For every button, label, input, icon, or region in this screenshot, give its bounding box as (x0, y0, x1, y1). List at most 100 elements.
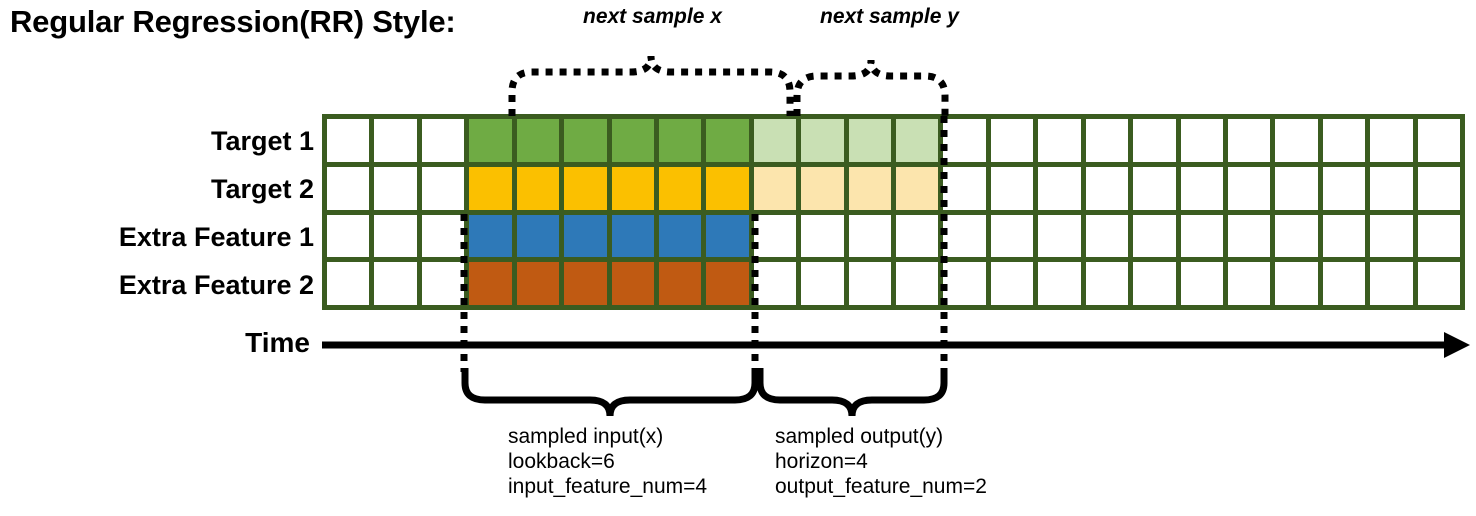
grid-row-target-2 (327, 166, 1461, 210)
grid-cell-target-2-7-input (611, 166, 654, 210)
grid-cell-target-1-4-input (469, 119, 512, 162)
grid-cell-target-1-20-empty (1228, 119, 1271, 162)
grid-cell-target-2-9-input (706, 166, 749, 210)
note-sampled-input-line2: lookback=6 (508, 450, 615, 473)
grid-cell-target-1-7-input (611, 119, 654, 162)
grid-cell-target-2-19-empty (1180, 166, 1224, 210)
note-sampled-output: sampled output(y) horizon=4 output_featu… (775, 424, 987, 499)
page-title: Regular Regression(RR) Style: (10, 4, 456, 39)
brace-title-next-sample-x: next sample x (583, 5, 722, 28)
grid-cell-extra-feature-1-12-empty (848, 214, 892, 258)
grid-row-extra-feature-2 (327, 262, 1461, 305)
grid-cell-extra-feature-1-14-empty (943, 214, 986, 258)
brace-sampled-output (756, 368, 948, 417)
grid-cell-target-2-8-input (658, 166, 702, 210)
grid-cell-target-1-8-input (658, 119, 702, 162)
grid-cell-target-1-10-output (753, 119, 797, 162)
grid-cell-extra-feature-1-16-empty (1038, 214, 1081, 258)
grid-cell-target-1-21-empty (1275, 119, 1318, 162)
grid-cell-extra-feature-2-7-input (611, 262, 654, 305)
grid-cell-extra-feature-1-17-empty (1085, 214, 1129, 258)
grid-cell-extra-feature-1-20-empty (1228, 214, 1271, 258)
grid-cell-target-2-10-output (753, 166, 797, 210)
grid-row-extra-feature-1 (327, 214, 1461, 258)
grid-cell-extra-feature-2-19-empty (1180, 262, 1224, 305)
grid-cell-target-2-16-empty (1038, 166, 1081, 210)
row-label-target-2: Target 2 (210, 174, 314, 204)
brace-sampled-input (461, 368, 759, 417)
grid-cell-extra-feature-2-16-empty (1038, 262, 1081, 305)
grid-cell-target-2-22-empty (1322, 166, 1366, 210)
grid-cell-extra-feature-1-23-empty (1370, 214, 1413, 258)
grid-cell-extra-feature-2-14-empty (943, 262, 986, 305)
grid-cell-extra-feature-1-10-empty (753, 214, 797, 258)
brace-title-next-sample-y: next sample y (820, 5, 959, 28)
grid-cell-extra-feature-1-7-input (611, 214, 654, 258)
grid-cell-extra-feature-2-1-empty (327, 262, 370, 305)
grid-cell-target-1-13-output (896, 119, 939, 162)
grid-cell-target-2-5-input (516, 166, 560, 210)
grid-cell-extra-feature-1-4-input (469, 214, 512, 258)
grid-cell-extra-feature-1-22-empty (1322, 214, 1366, 258)
grid-cell-target-1-15-empty (990, 119, 1034, 162)
grid-cell-target-2-12-output (848, 166, 892, 210)
note-sampled-input-line1: sampled input(x) (508, 425, 664, 448)
timeline-grid (322, 114, 1465, 310)
grid-cell-target-2-23-empty (1370, 166, 1413, 210)
grid-cell-target-1-16-empty (1038, 119, 1081, 162)
dotted-brace-next-sample-x (508, 55, 794, 116)
grid-cell-extra-feature-2-18-empty (1133, 262, 1176, 305)
grid-cell-extra-feature-2-22-empty (1322, 262, 1366, 305)
grid-cell-target-1-23-empty (1370, 119, 1413, 162)
grid-cell-target-2-14-empty (943, 166, 986, 210)
grid-cell-target-2-18-empty (1133, 166, 1176, 210)
grid-cell-extra-feature-1-8-input (658, 214, 702, 258)
grid-cell-extra-feature-1-5-input (516, 214, 560, 258)
grid-cell-extra-feature-1-9-input (706, 214, 749, 258)
grid-cell-target-1-24-empty (1417, 119, 1461, 162)
grid-cell-extra-feature-1-19-empty (1180, 214, 1224, 258)
grid-cell-target-2-21-empty (1275, 166, 1318, 210)
grid-cell-target-2-24-empty (1417, 166, 1461, 210)
row-label-extra-feature-1: Extra Feature 1 (118, 222, 314, 252)
grid-cell-target-1-1-empty (327, 119, 370, 162)
grid-cell-extra-feature-1-21-empty (1275, 214, 1318, 258)
grid-cell-target-1-18-empty (1133, 119, 1176, 162)
grid-cell-extra-feature-2-11-empty (801, 262, 844, 305)
dotted-brace-next-sample-y (793, 59, 949, 116)
grid-cell-extra-feature-2-6-input (564, 262, 607, 305)
note-sampled-input-line3: input_feature_num=4 (508, 475, 708, 498)
grid-cell-extra-feature-1-24-empty (1417, 214, 1461, 258)
grid-cell-extra-feature-2-3-empty (421, 262, 465, 305)
time-axis-arrow (322, 332, 1470, 358)
grid-cell-extra-feature-2-2-empty (374, 262, 417, 305)
grid-cell-target-1-14-empty (943, 119, 986, 162)
grid-cell-extra-feature-2-24-empty (1417, 262, 1461, 305)
grid-cell-extra-feature-2-21-empty (1275, 262, 1318, 305)
time-axis-label: Time (245, 327, 310, 358)
grid-cell-extra-feature-2-8-input (658, 262, 702, 305)
note-sampled-output-line2: horizon=4 (775, 450, 868, 473)
grid-cell-target-1-9-input (706, 119, 749, 162)
grid-cell-extra-feature-2-13-empty (896, 262, 939, 305)
row-label-target-1: Target 1 (210, 126, 314, 156)
grid-cell-extra-feature-1-18-empty (1133, 214, 1176, 258)
grid-cell-extra-feature-2-10-empty (753, 262, 797, 305)
grid-cell-target-2-20-empty (1228, 166, 1271, 210)
grid-cell-target-1-17-empty (1085, 119, 1129, 162)
note-sampled-output-line1: sampled output(y) (775, 425, 944, 448)
grid-cell-target-2-2-empty (374, 166, 417, 210)
grid-cell-target-1-5-input (516, 119, 560, 162)
grid-cell-extra-feature-1-3-empty (421, 214, 465, 258)
grid-cell-target-1-22-empty (1322, 119, 1366, 162)
grid-cell-extra-feature-1-6-input (564, 214, 607, 258)
grid-cell-target-2-4-input (469, 166, 512, 210)
grid-cell-extra-feature-1-15-empty (990, 214, 1034, 258)
grid-cell-extra-feature-2-5-input (516, 262, 560, 305)
grid-cell-extra-feature-2-12-empty (848, 262, 892, 305)
grid-cell-target-1-19-empty (1180, 119, 1224, 162)
grid-cell-extra-feature-1-13-empty (896, 214, 939, 258)
grid-cell-extra-feature-1-11-empty (801, 214, 844, 258)
grid-cell-target-2-13-output (896, 166, 939, 210)
